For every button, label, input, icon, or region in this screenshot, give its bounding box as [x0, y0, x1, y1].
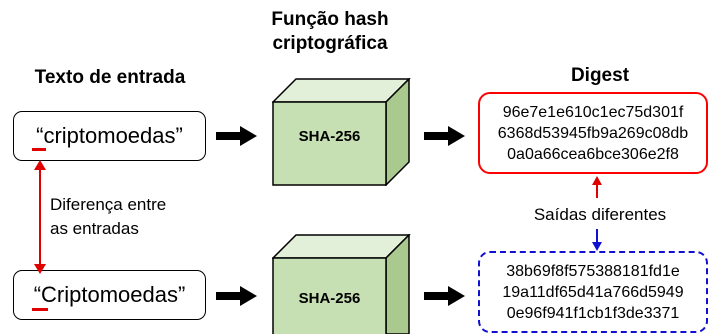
- digest-line: 0e96f941f1cb1f3de3371: [506, 304, 680, 322]
- digest-box-1: 96e7e1e610c1ec75d301f 6368d53945fb9a269c…: [478, 92, 708, 174]
- digest-line: 19a11df65d41a766d5949: [502, 283, 684, 301]
- output-difference-note: Saídas diferentes: [533, 205, 667, 224]
- hash-cube-icon: [272, 78, 411, 186]
- hash-heading-line1: Função hash: [271, 9, 389, 30]
- input-heading: Texto de entrada: [34, 67, 186, 88]
- input-difference-line2: as entradas: [50, 219, 139, 238]
- changed-letter: C: [41, 282, 57, 307]
- digest-box-2: 38b69f8f575388181fd1e 19a11df65d41a766d5…: [478, 251, 708, 333]
- hash-label: SHA-256: [298, 290, 361, 307]
- digest-line: 6368d53945fb9a269c08db: [497, 124, 689, 142]
- arrow-up-icon: [592, 176, 602, 198]
- hash-cube-icon: [272, 234, 411, 334]
- input-text-rest: riptomoedas: [54, 123, 176, 148]
- hash-function-heading: Função hash criptográfica: [240, 8, 420, 56]
- hash-label: SHA-256: [298, 128, 361, 145]
- hash-heading-line2: criptográfica: [272, 33, 388, 54]
- digest-line: 0a0a66cea6bce306e2f8: [507, 145, 679, 163]
- digest-line: 96e7e1e610c1ec75d301f: [502, 103, 684, 121]
- changed-letter-underline: [32, 308, 48, 311]
- digest-heading: Digest: [570, 65, 630, 86]
- arrow-down-icon: [592, 229, 602, 251]
- input-difference-arrow: [34, 160, 46, 274]
- input-difference-line1: Diferença entre: [50, 195, 167, 214]
- quote-open: “: [36, 123, 44, 148]
- input-text-rest: riptomoedas: [56, 282, 178, 307]
- changed-letter: c: [43, 123, 55, 148]
- quote-close: ”: [177, 282, 186, 307]
- digest-line: 38b69f8f575388181fd1e: [506, 262, 680, 280]
- arrow-right-icon: [424, 126, 465, 146]
- quote-close: ”: [175, 123, 183, 148]
- arrow-right-icon: [216, 286, 257, 306]
- quote-open: “: [33, 282, 42, 307]
- changed-letter-underline: [32, 148, 46, 151]
- arrow-right-icon: [216, 126, 257, 146]
- input-difference-note: Diferença entre as entradas: [50, 193, 220, 241]
- arrow-right-icon: [424, 286, 465, 306]
